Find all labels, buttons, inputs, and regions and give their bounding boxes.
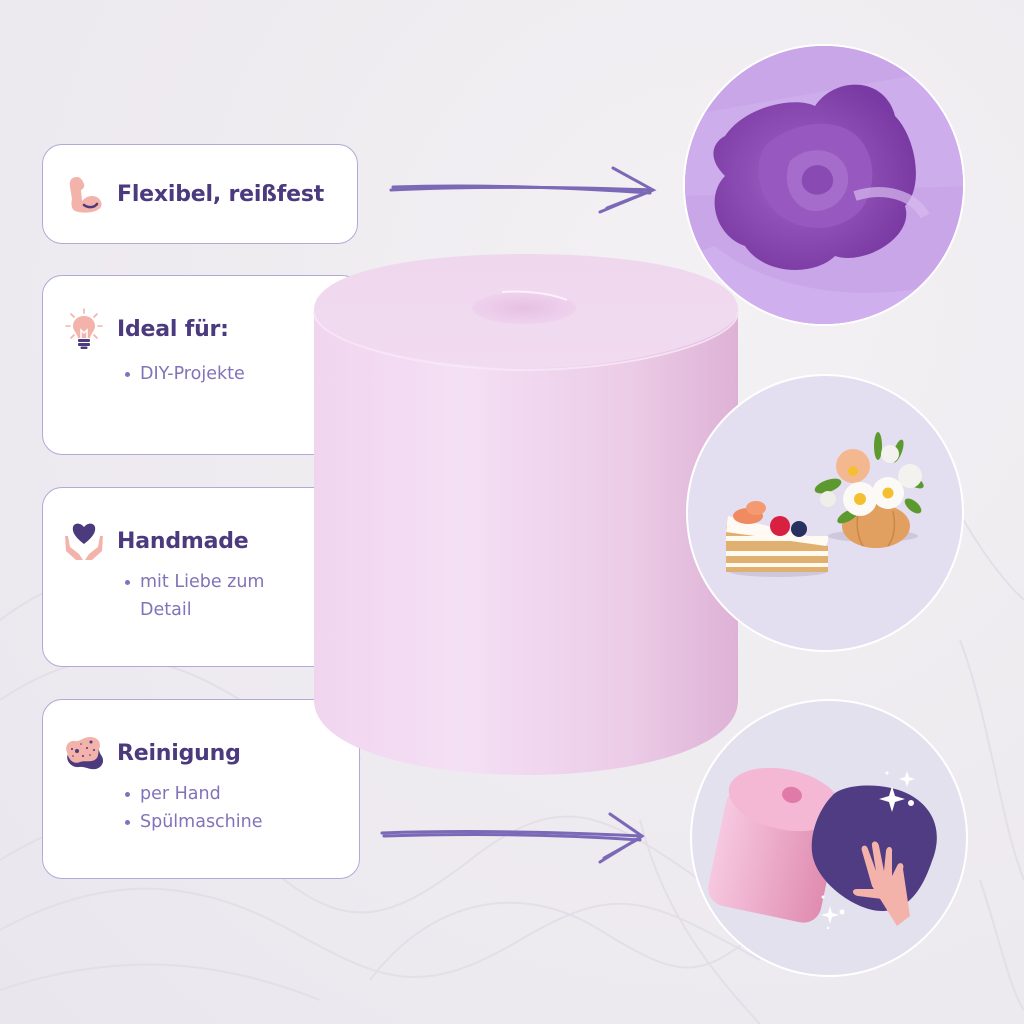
rose-cavity-illustration	[685, 46, 963, 324]
example-products-image	[686, 374, 964, 652]
cake-and-flowers-illustration	[726, 432, 924, 577]
feature-title: Flexibel, reißfest	[117, 181, 325, 207]
arrow-to-cleaning-illustration	[380, 812, 645, 864]
lightbulb-icon	[65, 308, 103, 349]
feature-title: Reinigung	[117, 740, 241, 766]
feature-list: DIY-Projekte	[123, 360, 245, 388]
hands-heart-icon	[65, 523, 103, 560]
cleaning-cloth-and-mold-illustration	[708, 767, 937, 930]
feature-list: mit Liebe zum Detail	[123, 568, 303, 624]
product-silicone-cylinder	[313, 254, 739, 775]
feature-card-cleaning: Reinigung per Hand Spülmaschine	[42, 699, 360, 879]
feature-title: Handmade	[117, 528, 249, 554]
feature-list-item: Spülmaschine	[123, 808, 263, 836]
feature-list-item: mit Liebe zum Detail	[123, 568, 303, 624]
feature-card-handmade: Handmade mit Liebe zum Detail	[42, 487, 362, 667]
feature-card-flexible: Flexibel, reißfest	[42, 144, 358, 244]
feature-list: per Hand Spülmaschine	[123, 780, 263, 836]
feature-list-item: per Hand	[123, 780, 263, 808]
feature-list-item: DIY-Projekte	[123, 360, 245, 388]
cleaning-illustration-image	[690, 699, 968, 977]
flexed-bicep-icon	[69, 177, 102, 213]
sponge-icon	[66, 737, 104, 770]
feature-card-ideal: Ideal für: DIY-Projekte	[42, 275, 362, 455]
feature-title: Ideal für:	[117, 316, 229, 342]
arrow-to-rose-detail	[389, 166, 657, 214]
rose-mold-detail-image	[683, 44, 965, 326]
